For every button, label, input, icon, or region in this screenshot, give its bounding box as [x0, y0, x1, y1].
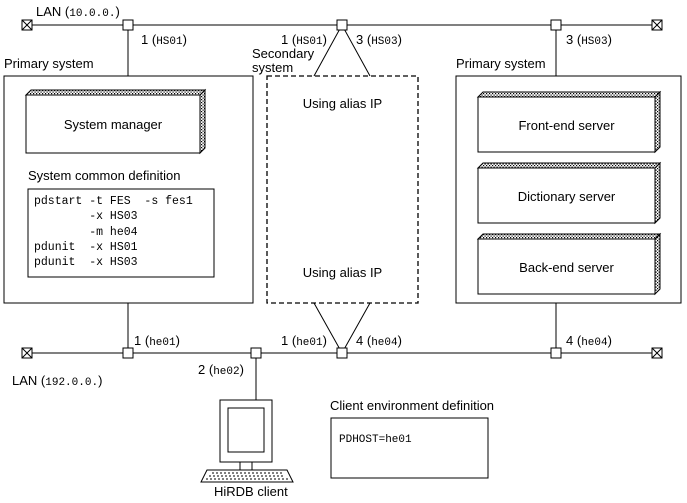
secondary-system-title-line2: system: [252, 60, 294, 75]
right-primary-system-box: [455, 75, 682, 304]
lan-bottom-terminator-left: [21, 347, 33, 359]
lan-bottom-terminator-right: [651, 347, 663, 359]
port-label-secondary-bottom-left: 1 (he01): [281, 333, 327, 350]
system-common-definition-title: System common definition: [28, 168, 181, 183]
dictionary-server-box: [476, 161, 662, 225]
hirdb-client-label: HiRDB client: [214, 484, 288, 499]
port-label-left-top: 1 (HS01): [141, 32, 187, 49]
lan-top-terminator-right: [651, 19, 663, 31]
alias-ip-top-label: Using alias IP: [302, 96, 383, 111]
client-environment-definition-title: Client environment definition: [330, 398, 495, 413]
port-he04-right: [550, 347, 562, 359]
system-common-definition-box: [27, 188, 215, 278]
port-secondary-top: [336, 19, 348, 31]
client-computer-icon: [200, 399, 294, 483]
front-end-server-box: [476, 90, 662, 154]
code-line: -m he04: [34, 225, 138, 239]
port-label-secondary-bottom-right: 4 (he04): [356, 333, 402, 350]
port-label-right-top: 3 (HS03): [566, 32, 612, 49]
right-primary-system-title: Primary system: [456, 56, 546, 71]
port-label-secondary-top-left: 1 (HS01): [281, 32, 327, 49]
lan-bottom-label: LAN (192.0.0.): [12, 373, 103, 390]
code-line: pdunit -x HS03: [34, 256, 138, 270]
left-primary-system-box: [3, 75, 254, 304]
secondary-system-title-line1: Secondary: [252, 46, 315, 61]
system-manager-label: System manager: [63, 117, 163, 132]
secondary-system-box: [266, 75, 419, 304]
client-environment-definition-code: PDHOST=he01: [339, 434, 412, 446]
lan-top-label: LAN (10.0.0.): [36, 4, 120, 21]
port-he01-left: [122, 347, 134, 359]
dictionary-server-label: Dictionary server: [517, 189, 616, 204]
code-line: -x HS03: [34, 210, 138, 224]
system-manager-box: [24, 88, 207, 155]
system-common-definition-code: pdstart -t FES -s fes1 -x HS03 -m he04 p…: [34, 194, 193, 270]
port-secondary-bottom: [336, 347, 348, 359]
port-label-right-bottom: 4 (he04): [566, 333, 612, 350]
code-line: pdstart -t FES -s fes1: [34, 195, 193, 208]
back-end-server-box: [476, 232, 662, 296]
code-line: pdunit -x HS01: [34, 240, 138, 254]
alias-ip-bottom-label: Using alias IP: [302, 265, 383, 280]
lan-top-terminator-left: [21, 19, 33, 31]
back-end-server-label: Back-end server: [519, 260, 614, 275]
port-label-left-bottom: 1 (he01): [134, 333, 180, 350]
port-hs01-left: [122, 19, 134, 31]
port-label-secondary-top-right: 3 (HS03): [356, 32, 402, 49]
port-he02-client: [250, 347, 262, 359]
front-end-server-label: Front-end server: [518, 118, 615, 133]
port-hs03-right: [550, 19, 562, 31]
client-environment-definition-box: [330, 417, 489, 479]
port-label-client: 2 (he02): [198, 362, 244, 379]
left-primary-system-title: Primary system: [4, 56, 94, 71]
